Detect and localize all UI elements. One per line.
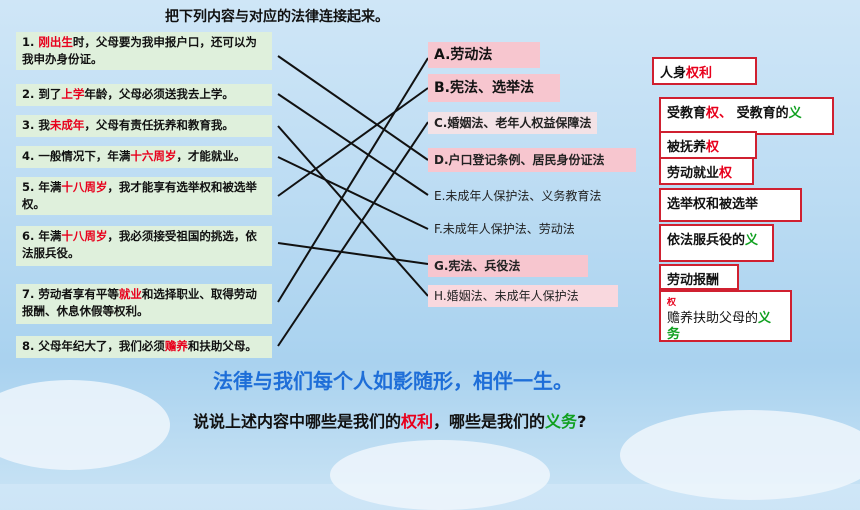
line-4-F	[277, 156, 429, 230]
card-education: 受教育权、 受教育的义	[659, 97, 834, 135]
card-raised: 被抚养权	[659, 131, 757, 159]
law-f: F.未成年人保护法、劳动法	[434, 222, 575, 236]
card-military: 依法服兵役的义	[659, 224, 774, 262]
list-item-5: 5. 年满十八周岁，我才能享有选举权和被选举权。	[16, 177, 272, 215]
list-item-2: 2. 到了上学年龄，父母必须送我去上学。	[16, 84, 272, 106]
card-wages: 劳动报酬	[659, 264, 739, 290]
line-6-G	[277, 242, 429, 265]
list-item-4: 4. 一般情况下，年满十六周岁，才能就业。	[16, 146, 272, 168]
connection-lines	[277, 55, 429, 347]
line-7-A	[277, 57, 429, 303]
line-3-H	[277, 125, 429, 297]
card-election: 选举权和被选举	[659, 188, 802, 222]
list-item-1: 1. 刚出生时，父母要为我申报户口，还可以为我申办身份证。	[16, 32, 272, 70]
list-item-3: 3. 我未成年，父母有责任抚养和教育我。	[16, 115, 272, 137]
list-item-7: 7. 劳动者享有平等就业和选择职业、取得劳动报酬、休息休假等权利。	[16, 284, 272, 324]
card-employment: 劳动就业权	[659, 157, 754, 185]
page-title: 把下列内容与对应的法律连接起来。	[165, 9, 389, 25]
law-b: B.宪法、选举法	[428, 74, 560, 102]
law-a: A.劳动法	[428, 42, 540, 68]
law-c: C.婚姻法、老年人权益保障法	[428, 112, 598, 134]
law-g: G.宪法、兵役法	[428, 255, 588, 277]
slogan: 法律与我们每个人如影随形，相伴一生。	[213, 369, 573, 393]
discussion-question: 说说上述内容中哪些是我们的权利，哪些是我们的义务?	[193, 412, 587, 431]
line-5-B	[277, 87, 429, 197]
list-item-6: 6. 年满十八周岁，我必须接受祖国的挑选，依法服兵役。	[16, 226, 272, 266]
law-e: E.未成年人保护法、义务教育法	[434, 189, 602, 203]
line-1-D	[277, 55, 429, 161]
line-8-C	[277, 121, 429, 347]
list-item-8: 8. 父母年纪大了，我们必须赡养和扶助父母。	[16, 336, 272, 358]
law-d: D.户口登记条例、居民身份证法	[428, 148, 636, 172]
card-support-parents: 权 赡养扶助父母的义务	[659, 290, 792, 342]
line-2-E	[277, 93, 429, 196]
card-personal-rights: 人身权利	[652, 57, 757, 85]
law-h: H.婚姻法、未成年人保护法	[428, 285, 618, 307]
cloud-decoration	[0, 380, 170, 470]
